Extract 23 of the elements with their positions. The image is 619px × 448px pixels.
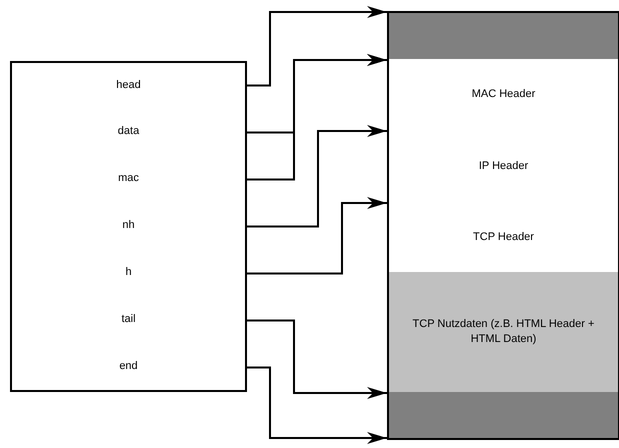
field-label: TCP Header	[472, 230, 535, 244]
field-label: TCP Nutzdaten (z.B. HTML Header + HTML Daten)	[412, 317, 596, 347]
field-label: nh	[121, 218, 136, 233]
pointer-arrow	[247, 125, 387, 228]
pointer-arrow	[247, 320, 387, 399]
field-label: mac	[117, 171, 140, 186]
field-label: end	[118, 359, 139, 374]
header-block	[387, 59, 619, 132]
field-label: tail	[120, 312, 137, 327]
payload-block	[387, 272, 619, 394]
pointer-target-block	[387, 11, 619, 61]
field-label: head	[115, 78, 142, 93]
pointer-field	[10, 343, 247, 392]
pointer-target-block	[387, 392, 619, 440]
field-label: IP Header	[478, 158, 530, 174]
pointer-arrow	[247, 6, 387, 86]
header-block	[387, 202, 619, 274]
field-label: data	[116, 124, 140, 139]
pointer-arrow	[247, 366, 387, 444]
pointer-arrow	[247, 197, 387, 274]
field-label: h	[124, 265, 133, 280]
pointer-field	[10, 61, 247, 110]
field-label: MAC Header	[470, 87, 536, 102]
